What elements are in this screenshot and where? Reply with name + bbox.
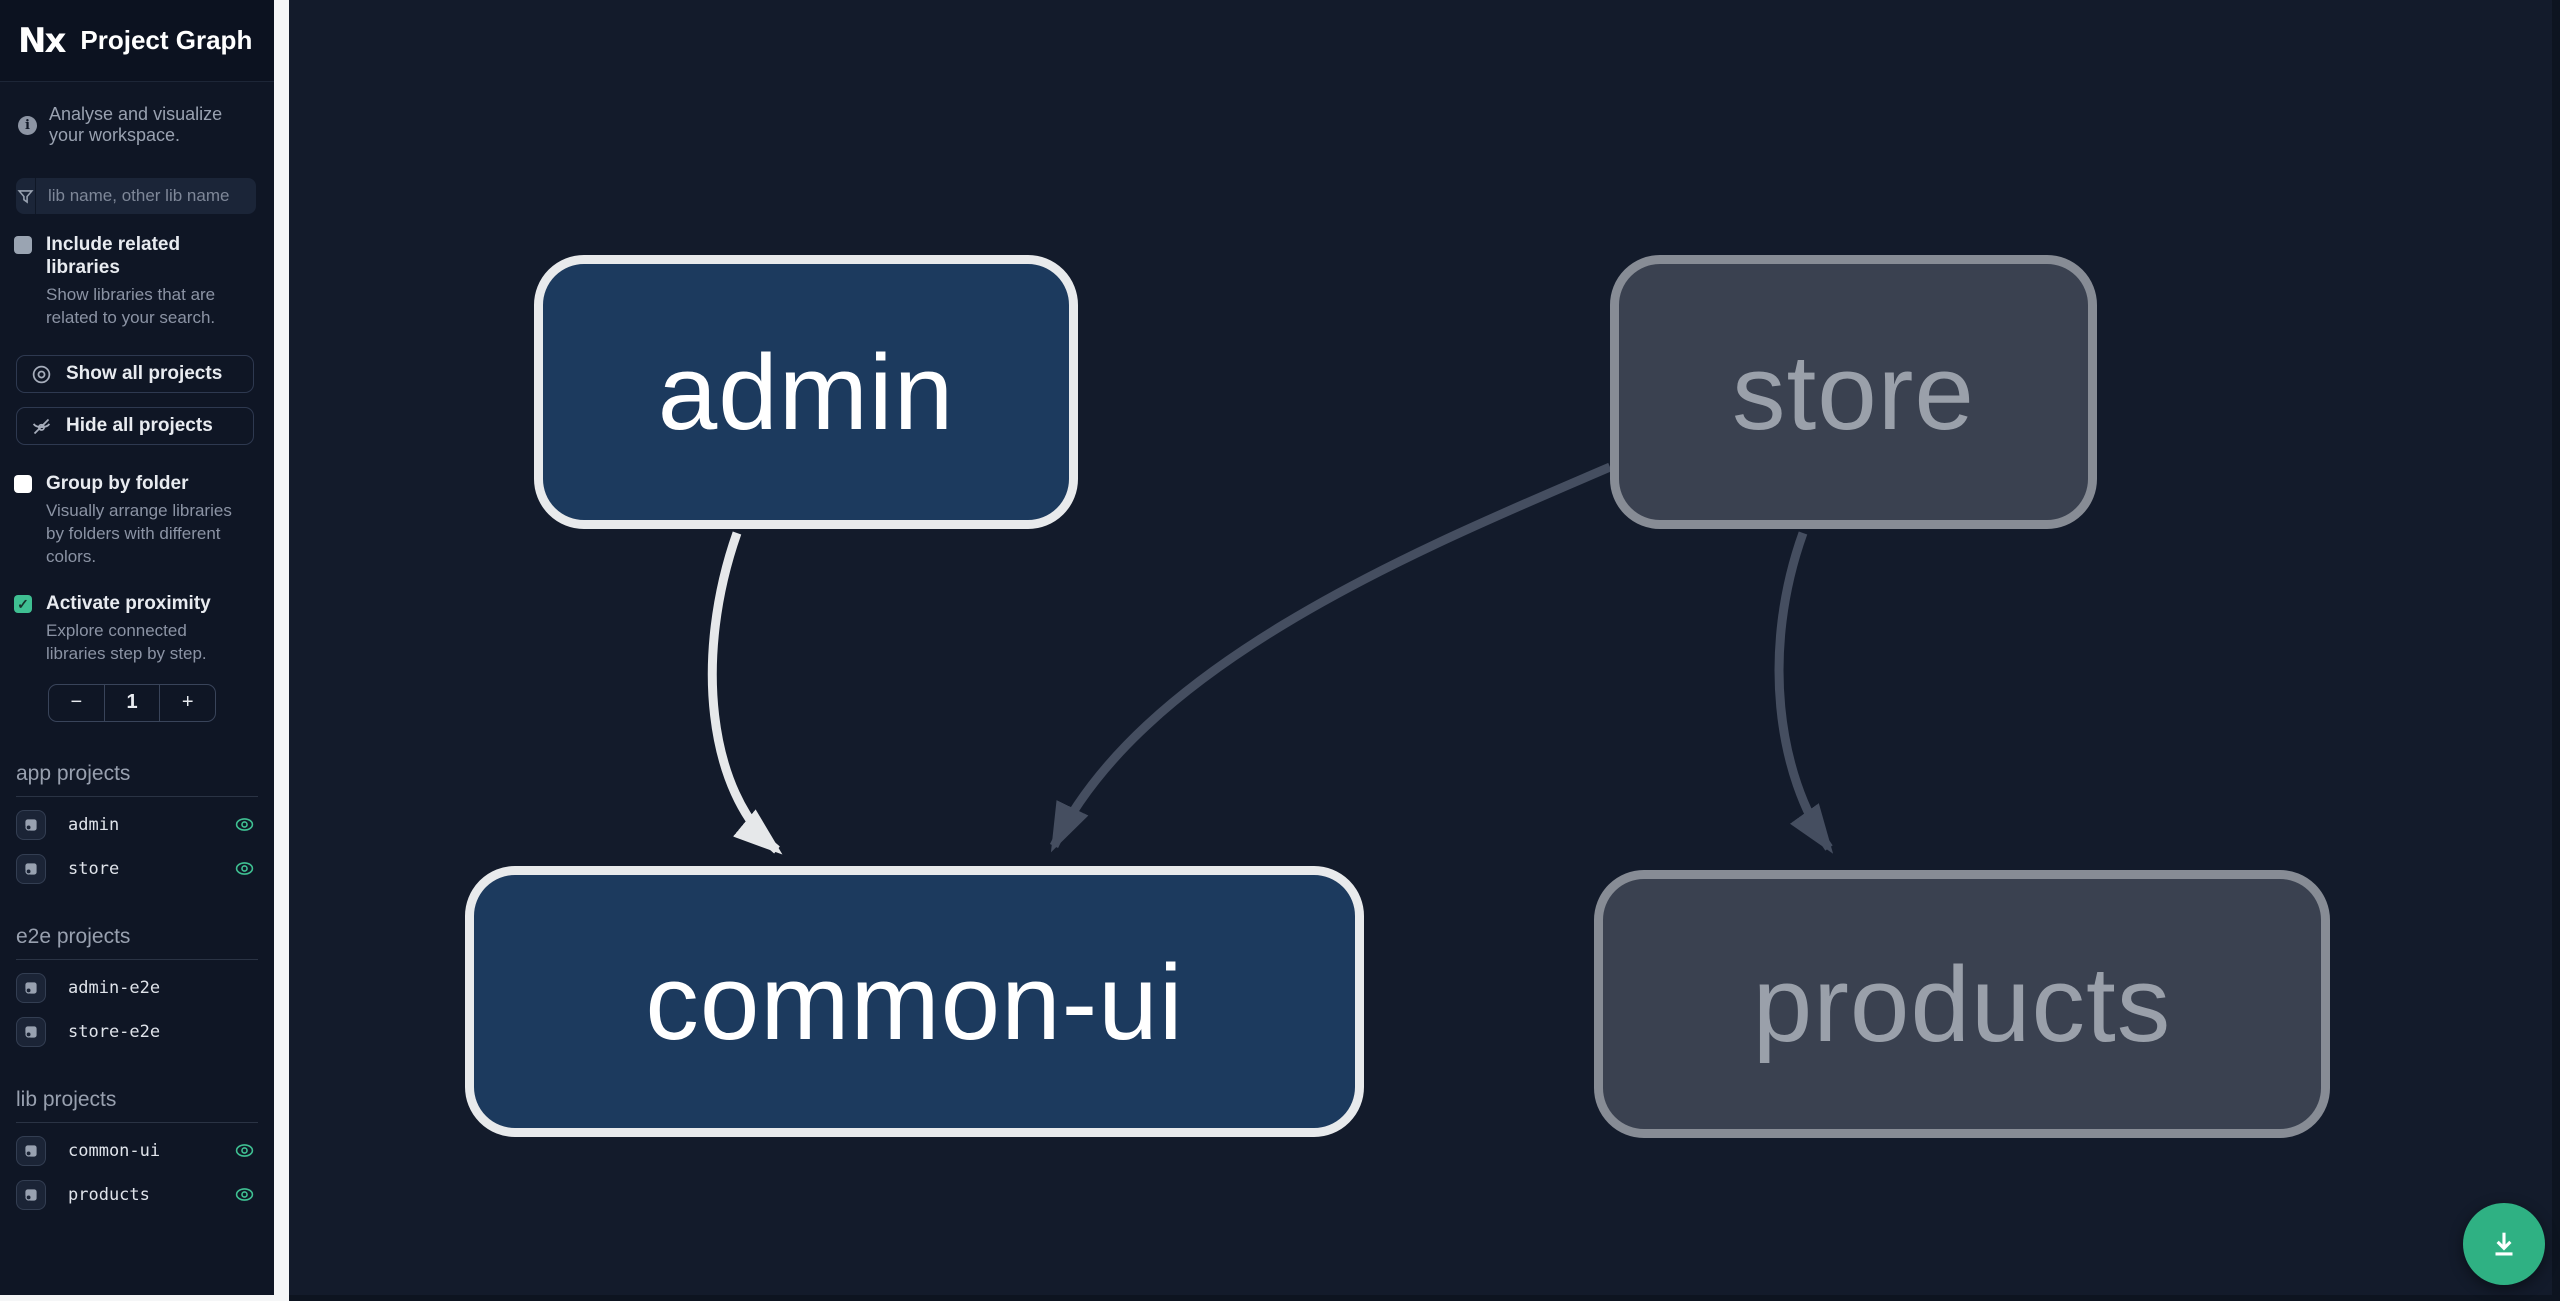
project-name: admin-e2e — [68, 977, 161, 998]
sidebar-scrollbar[interactable] — [274, 0, 289, 1301]
eye-visible-icon[interactable] — [235, 859, 254, 878]
graph-node-products[interactable]: products — [1594, 870, 2330, 1138]
focus-project-button[interactable] — [16, 809, 46, 840]
focus-project-button[interactable] — [16, 1135, 46, 1166]
project-name: store-e2e — [68, 1021, 161, 1042]
sidebar: Nx Project Graph i Analyse and visualize… — [0, 0, 300, 1301]
option-group-by-folder[interactable]: Group by folder Visually arrange librari… — [0, 445, 274, 569]
workspace-subtitle: i Analyse and visualize your workspace. — [0, 82, 274, 156]
section-title: app projects — [16, 762, 258, 797]
search-input[interactable] — [36, 178, 256, 214]
include-related-description: Show libraries that are related to your … — [46, 284, 216, 327]
focus-project-button[interactable] — [16, 972, 46, 1003]
focus-project-button[interactable] — [16, 853, 46, 884]
project-row-store: store — [16, 853, 258, 885]
graph-node-common-ui[interactable]: common-ui — [465, 866, 1364, 1137]
nx-logo: Nx — [18, 20, 66, 61]
include-related-checkbox[interactable] — [14, 236, 32, 254]
graph-node-label: store — [1732, 332, 1975, 452]
page-title: Project Graph — [80, 25, 253, 55]
group-by-folder-label: Group by folder — [46, 473, 189, 495]
eye-visible-icon[interactable] — [235, 1185, 254, 1204]
project-name: admin — [68, 814, 120, 835]
option-include-related[interactable]: Include related libraries Show libraries… — [0, 214, 274, 329]
project-name: products — [68, 1184, 150, 1205]
show-all-projects-button[interactable]: Show all projects — [16, 355, 254, 394]
option-activate-proximity[interactable]: ✓ Activate proximity Explore connected l… — [0, 569, 274, 666]
section-app-projects: app projects admin — [0, 762, 274, 885]
include-related-label: Include related libraries — [46, 234, 181, 278]
section-title: e2e projects — [16, 925, 258, 960]
search-box — [16, 178, 256, 214]
workspace-subtitle-text: Analyse and visualize your workspace. — [49, 104, 223, 145]
graph-node-store[interactable]: store — [1610, 255, 2097, 529]
graph-node-admin[interactable]: admin — [534, 255, 1078, 529]
stepper-value: 1 — [103, 684, 160, 721]
graph-edges — [707, 462, 1834, 855]
project-name: store — [68, 858, 120, 879]
project-row-admin-e2e: admin-e2e — [16, 972, 258, 1004]
eye-visible-icon[interactable] — [235, 815, 254, 834]
canvas-right-scroll-track — [2552, 0, 2560, 1301]
sidebar-horizontal-scrollbar[interactable] — [0, 1295, 274, 1301]
activate-proximity-label: Activate proximity — [46, 593, 211, 615]
eye-icon — [31, 364, 52, 385]
section-lib-projects: lib projects common-ui — [0, 1088, 274, 1211]
group-by-folder-checkbox[interactable] — [14, 475, 32, 494]
proximity-stepper: − 1 + — [48, 683, 216, 722]
filter-icon — [16, 178, 36, 214]
hide-all-projects-button[interactable]: Hide all projects — [16, 407, 254, 446]
edge-store-to-products — [1774, 531, 1834, 854]
graph-canvas[interactable]: admin store common-ui products — [289, 0, 2560, 1301]
focus-project-button[interactable] — [16, 1016, 46, 1047]
eye-visible-icon[interactable] — [235, 1141, 254, 1160]
project-name: common-ui — [68, 1140, 161, 1161]
project-row-store-e2e: store-e2e — [16, 1016, 258, 1048]
project-row-products: products — [16, 1179, 258, 1211]
stepper-decrement-button[interactable]: − — [70, 691, 83, 714]
project-row-admin: admin — [16, 809, 258, 841]
section-e2e-projects: e2e projects admin-e2e store- — [0, 925, 274, 1048]
canvas-bottom-scroll-track — [289, 1295, 2560, 1301]
activate-proximity-checkbox[interactable]: ✓ — [14, 595, 32, 614]
section-title: lib projects — [16, 1088, 258, 1123]
group-by-folder-description: Visually arrange libraries by folders wi… — [46, 501, 232, 567]
edge-admin-to-common-ui — [707, 531, 783, 855]
edge-store-to-common-ui — [1049, 462, 1612, 853]
info-icon: i — [18, 115, 37, 135]
graph-node-label: admin — [657, 332, 955, 452]
eye-slash-icon — [31, 416, 52, 437]
sidebar-header: Nx Project Graph — [0, 0, 300, 82]
show-all-projects-label: Show all projects — [66, 363, 223, 385]
graph-node-label: common-ui — [645, 941, 1184, 1062]
download-icon — [2487, 1227, 2521, 1261]
focus-project-button[interactable] — [16, 1179, 46, 1210]
project-row-common-ui: common-ui — [16, 1135, 258, 1167]
hide-all-projects-label: Hide all projects — [66, 415, 213, 437]
graph-node-label: products — [1752, 944, 2172, 1064]
activate-proximity-description: Explore connected libraries step by step… — [46, 620, 207, 663]
stepper-increment-button[interactable]: + — [159, 684, 215, 721]
download-graph-button[interactable] — [2463, 1203, 2545, 1285]
